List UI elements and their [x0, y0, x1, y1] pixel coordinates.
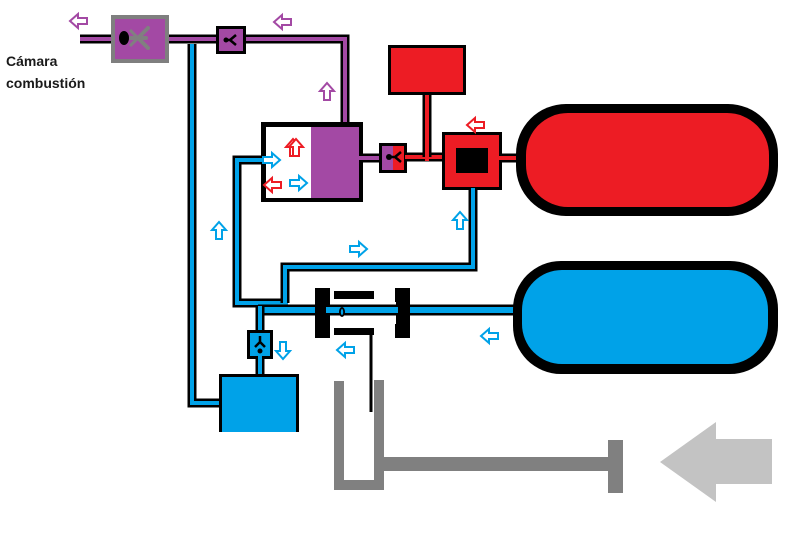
flow-arrow-up-icon — [319, 82, 335, 101]
blue-regulator-pipe — [280, 188, 478, 303]
flow-arrow-up-icon — [452, 211, 468, 230]
red-reservoir — [388, 45, 466, 95]
check-valve-top — [216, 26, 246, 54]
blue-chamber-inlet-pipe — [232, 155, 288, 308]
red-regulator — [442, 132, 502, 190]
blue-reservoir — [219, 374, 299, 432]
flow-arrow-right-icon — [349, 241, 368, 257]
red-pipe — [405, 93, 445, 162]
combustion-chamber-valve — [111, 15, 169, 63]
check-valve-blue — [247, 330, 273, 378]
blue-bypass-pipe — [187, 44, 222, 408]
push-arrow-icon — [660, 422, 772, 502]
combustion-chamber-label: Cámara combustión — [6, 50, 85, 94]
label-line-1: Cámara — [6, 53, 58, 69]
flow-arrow-left-icon — [336, 342, 355, 358]
flow-arrow-left-icon — [69, 13, 88, 29]
red-tank — [516, 104, 778, 216]
flow-arrow-left-icon — [466, 117, 485, 133]
check-valve-mix — [379, 143, 407, 173]
lever — [334, 380, 623, 493]
label-line-2: combustión — [6, 75, 86, 91]
flow-arrow-left-icon — [273, 14, 292, 30]
flow-arrow-up-icon — [211, 221, 227, 240]
piston-valve — [315, 288, 410, 412]
flow-arrow-left-icon — [480, 328, 499, 344]
flow-arrow-down-icon — [275, 341, 291, 360]
blue-tank — [513, 261, 778, 374]
